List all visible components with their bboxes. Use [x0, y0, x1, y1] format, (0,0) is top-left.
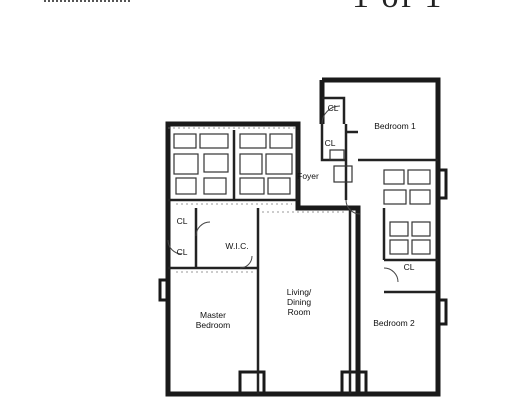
closet-label-master-lower: CL — [176, 247, 188, 257]
room-label-bedroom-2: Bedroom 2 — [373, 318, 415, 328]
room-label-foyer: Foyer — [297, 171, 319, 181]
room-label-master-bedroom: Master Bedroom — [195, 310, 231, 330]
bath-fixtures — [173, 133, 431, 255]
closet-label-master-upper: CL — [176, 216, 188, 226]
room-label-wic: W.I.C. — [225, 241, 249, 251]
page-label: 1 of 1 — [352, 0, 443, 16]
bottom-jogs — [158, 168, 448, 394]
room-label-bedroom-1: Bedroom 1 — [374, 121, 416, 131]
closet-label-foyer: CL — [324, 138, 336, 148]
grid-marks — [168, 127, 346, 273]
room-label-living-dining: Living/ Dining Room — [286, 287, 312, 317]
header-dotted-line — [44, 0, 130, 5]
door-swings — [167, 105, 399, 283]
outer-walls — [165, 77, 441, 397]
interior-walls — [168, 96, 438, 394]
closet-label-bedroom-1: CL — [327, 103, 339, 113]
closet-label-bedroom-2: CL — [403, 262, 415, 272]
